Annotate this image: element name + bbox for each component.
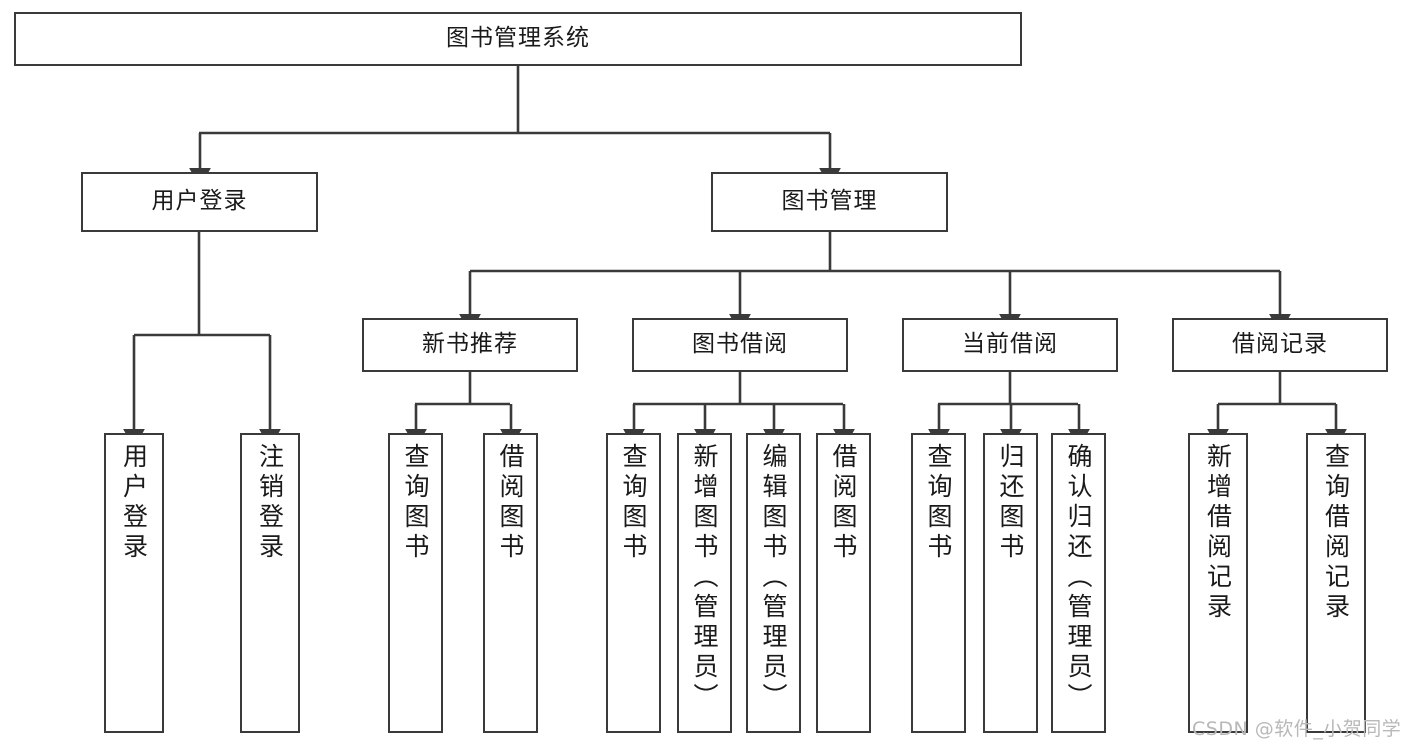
node-label: 用户登录: [151, 188, 248, 215]
node-label: 用户登录: [119, 443, 149, 563]
node-leaf-bor-2[interactable]: 新增图书（管理员）: [677, 433, 732, 733]
node-label: 确认归还（管理员）: [1064, 443, 1093, 713]
node-leaf-login-2[interactable]: 注销登录: [240, 433, 300, 733]
node-bookmgr[interactable]: 图书管理: [711, 172, 948, 232]
node-records[interactable]: 借阅记录: [1172, 318, 1388, 372]
node-leaf-cur-3[interactable]: 确认归还（管理员）: [1051, 433, 1106, 733]
node-label: 归还图书: [996, 443, 1025, 563]
node-leaf-rec-1[interactable]: 新增借阅记录: [1188, 433, 1248, 733]
node-login[interactable]: 用户登录: [81, 172, 318, 232]
node-label: 图书管理: [781, 188, 878, 215]
node-label: 查询借阅记录: [1321, 443, 1351, 623]
node-leaf-cur-2[interactable]: 归还图书: [983, 433, 1038, 733]
node-leaf-bor-4[interactable]: 借阅图书: [816, 433, 871, 733]
node-label: 借阅图书: [829, 443, 858, 563]
node-label: 注销登录: [255, 443, 285, 563]
node-leaf-new-1[interactable]: 查询图书: [388, 433, 443, 733]
node-leaf-rec-2[interactable]: 查询借阅记录: [1306, 433, 1366, 733]
node-leaf-bor-1[interactable]: 查询图书: [606, 433, 661, 733]
node-leaf-login-1[interactable]: 用户登录: [104, 433, 164, 733]
node-label: 新增借阅记录: [1203, 443, 1233, 623]
node-leaf-new-2[interactable]: 借阅图书: [483, 433, 538, 733]
node-current[interactable]: 当前借阅: [902, 318, 1118, 372]
node-label: 查询图书: [924, 443, 953, 563]
node-label: 图书借阅: [692, 331, 788, 358]
node-label: 新书推荐: [422, 331, 518, 358]
node-label: 查询图书: [401, 443, 430, 563]
node-label: 查询图书: [619, 443, 648, 563]
node-leaf-bor-3[interactable]: 编辑图书（管理员）: [746, 433, 801, 733]
node-label: 图书管理系统: [446, 25, 590, 52]
node-label: 新增图书（管理员）: [690, 443, 719, 713]
node-label: 借阅图书: [496, 443, 525, 563]
watermark: CSDN @软件_小贺同学: [1192, 718, 1402, 740]
node-root[interactable]: 图书管理系统: [14, 12, 1022, 66]
edge-layer: [123, 66, 1347, 449]
node-label: 借阅记录: [1232, 331, 1328, 358]
node-leaf-cur-1[interactable]: 查询图书: [911, 433, 966, 733]
node-newbook[interactable]: 新书推荐: [362, 318, 578, 372]
node-label: 当前借阅: [962, 331, 1058, 358]
node-borrow[interactable]: 图书借阅: [632, 318, 848, 372]
node-label: 编辑图书（管理员）: [759, 443, 788, 713]
